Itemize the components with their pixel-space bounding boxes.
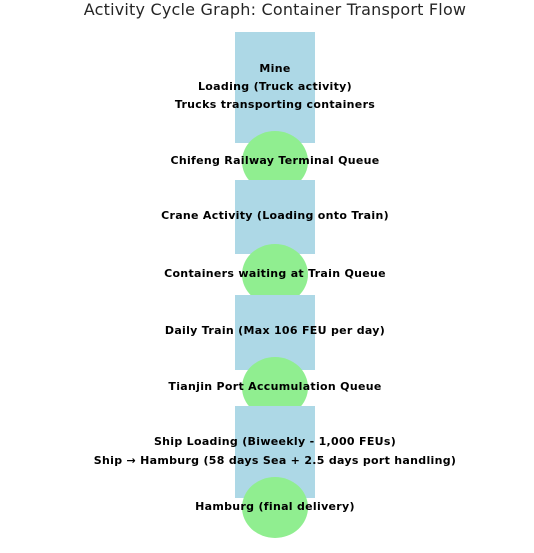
mine-label-line-2: Loading (Truck activity): [198, 80, 352, 93]
train-queue-node: [242, 244, 308, 305]
crane-activity-label: Crane Activity (Loading onto Train): [161, 209, 389, 222]
daily-train-label: Daily Train (Max 106 FEU per day): [164, 324, 386, 337]
mine-activity-node: [235, 32, 315, 143]
diagram-title: Activity Cycle Graph: Container Transpor…: [83, 0, 467, 19]
tianjin-queue-label: Tianjin Port Accumulation Queue: [168, 380, 382, 393]
hamburg-label: Hamburg (final delivery): [195, 500, 355, 513]
chifeng-queue-label: Chifeng Railway Terminal Queue: [170, 154, 380, 167]
hamburg-queue-node: [242, 477, 308, 538]
mine-label-line-3: Trucks transporting containers: [174, 98, 376, 111]
ship-label-line-1: Ship Loading (Biweekly - 1,000 FEUs): [153, 435, 397, 448]
ship-label-line-2: Ship → Hamburg (58 days Sea + 2.5 days p…: [93, 454, 457, 467]
mine-label-line-1: Mine: [259, 62, 291, 75]
train-queue-label: Containers waiting at Train Queue: [164, 267, 386, 280]
crane-activity-node: [235, 180, 315, 254]
